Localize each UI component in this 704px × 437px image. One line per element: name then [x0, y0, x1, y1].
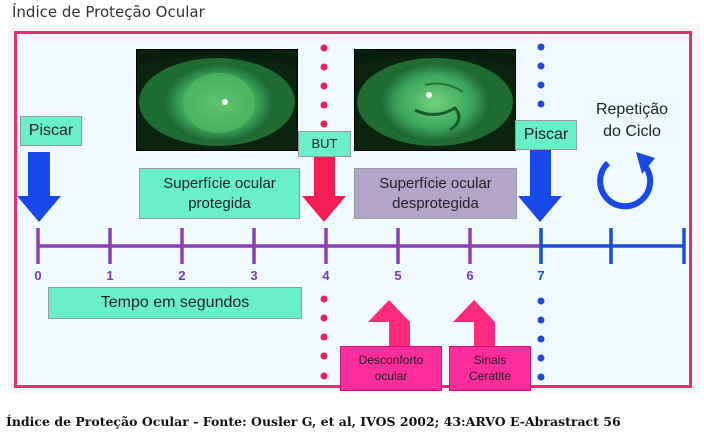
repeat-cycle-line1: Repetição	[595, 101, 669, 118]
timeline-ticks	[36, 228, 686, 264]
tick-label-5: 5	[394, 268, 402, 283]
time-axis-label: Tempo em segundos	[48, 287, 302, 319]
unprotected-surface-box: Superfície ocular desprotegida	[354, 168, 517, 219]
unprotected-surface-line2: desprotegida	[392, 194, 479, 212]
signs-line1: Sinais	[473, 352, 507, 367]
blink-label-left: Piscar	[20, 116, 82, 146]
signs-arrow-icon	[453, 300, 495, 346]
discomfort-line1: Desconforto	[358, 352, 424, 367]
protected-surface-box: Superfície ocular protegida	[139, 168, 300, 219]
eye-photo-left	[136, 49, 298, 151]
unprotected-surface-line1: Superfície ocular	[379, 175, 492, 192]
but-dotted-line	[320, 44, 328, 380]
tick-label-0: 0	[34, 268, 42, 283]
discomfort-line2: ocular	[374, 368, 408, 383]
figure-caption: Índice de Proteção Ocular - Fonte: Ousle…	[6, 414, 621, 429]
tick-label-7: 7	[537, 268, 545, 283]
but-label: BUT	[298, 131, 351, 157]
blink-dotted-line	[537, 43, 545, 381]
discomfort-box: Desconforto ocular	[340, 346, 442, 391]
tick-label-2: 2	[178, 268, 186, 283]
blink-arrow-left-icon	[17, 152, 61, 222]
repeat-cycle-line2: do Ciclo	[603, 122, 661, 140]
tick-label-3: 3	[250, 268, 258, 283]
blink-label-right: Piscar	[515, 120, 577, 150]
protected-surface-line2: protegida	[188, 194, 251, 212]
blink-arrow-right-icon	[518, 146, 562, 222]
signs-box: Sinais Ceratite	[449, 346, 531, 391]
but-arrow-icon	[302, 157, 346, 222]
protected-surface-line1: Superfície ocular	[163, 175, 276, 192]
signs-line2: Ceratite	[468, 368, 512, 383]
repeat-cycle-label: Repetição do Ciclo	[584, 99, 680, 143]
diagram-frame	[14, 31, 692, 388]
tick-label-1: 1	[106, 268, 114, 283]
eye-photo-right	[354, 49, 516, 151]
page-title: Índice de Proteção Ocular	[12, 3, 205, 21]
discomfort-arrow-icon	[368, 300, 410, 346]
tick-label-4: 4	[322, 268, 330, 283]
repeat-cycle-icon	[597, 152, 655, 210]
tick-label-6: 6	[466, 268, 474, 283]
